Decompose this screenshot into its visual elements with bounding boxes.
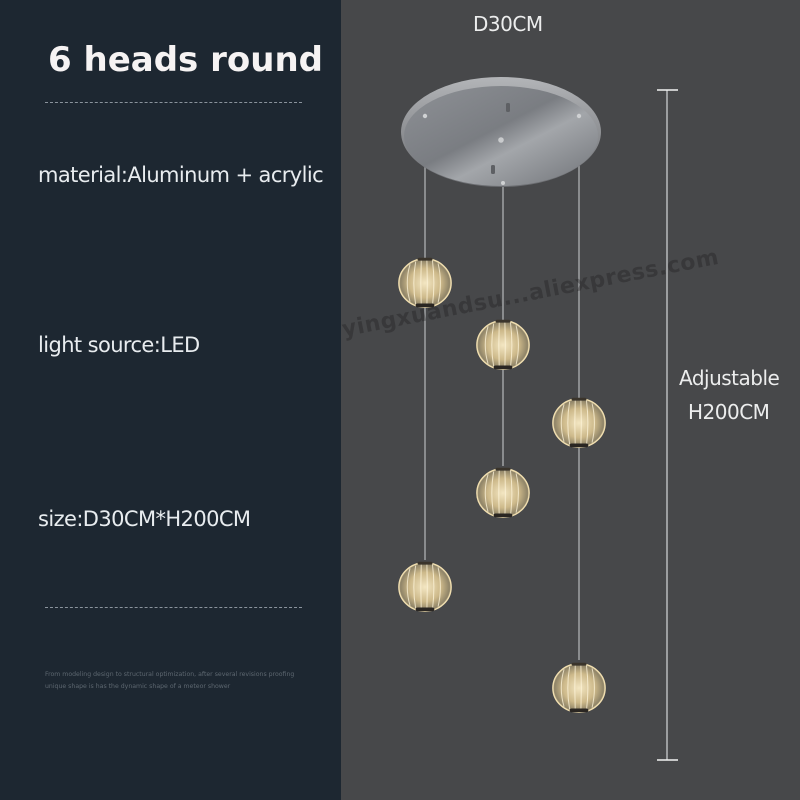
product-title: 6 heads round: [48, 40, 323, 80]
height-dimension-line: [657, 89, 678, 761]
fine-print-line-1: From modeling design to structural optim…: [45, 671, 295, 678]
spec-panel: [0, 0, 341, 800]
globe-6: [552, 662, 606, 713]
globe-2: [476, 319, 530, 370]
height-label-value: H200CM: [688, 400, 770, 424]
diameter-label: D30CM: [473, 12, 543, 36]
globe-5: [398, 561, 452, 612]
divider-top: [45, 102, 302, 103]
spec-material: material:Aluminum + acrylic: [38, 163, 324, 187]
fine-print-line-2: unique shape is has the dynamic shape of…: [45, 683, 231, 690]
globe-3: [552, 397, 606, 448]
divider-bottom: [45, 607, 302, 608]
spec-light-source: light source:LED: [38, 333, 200, 357]
ceiling-canopy: [401, 77, 601, 187]
globe-4: [476, 467, 530, 518]
height-label-adjustable: Adjustable: [679, 366, 780, 390]
spec-size: size:D30CM*H200CM: [38, 507, 251, 531]
